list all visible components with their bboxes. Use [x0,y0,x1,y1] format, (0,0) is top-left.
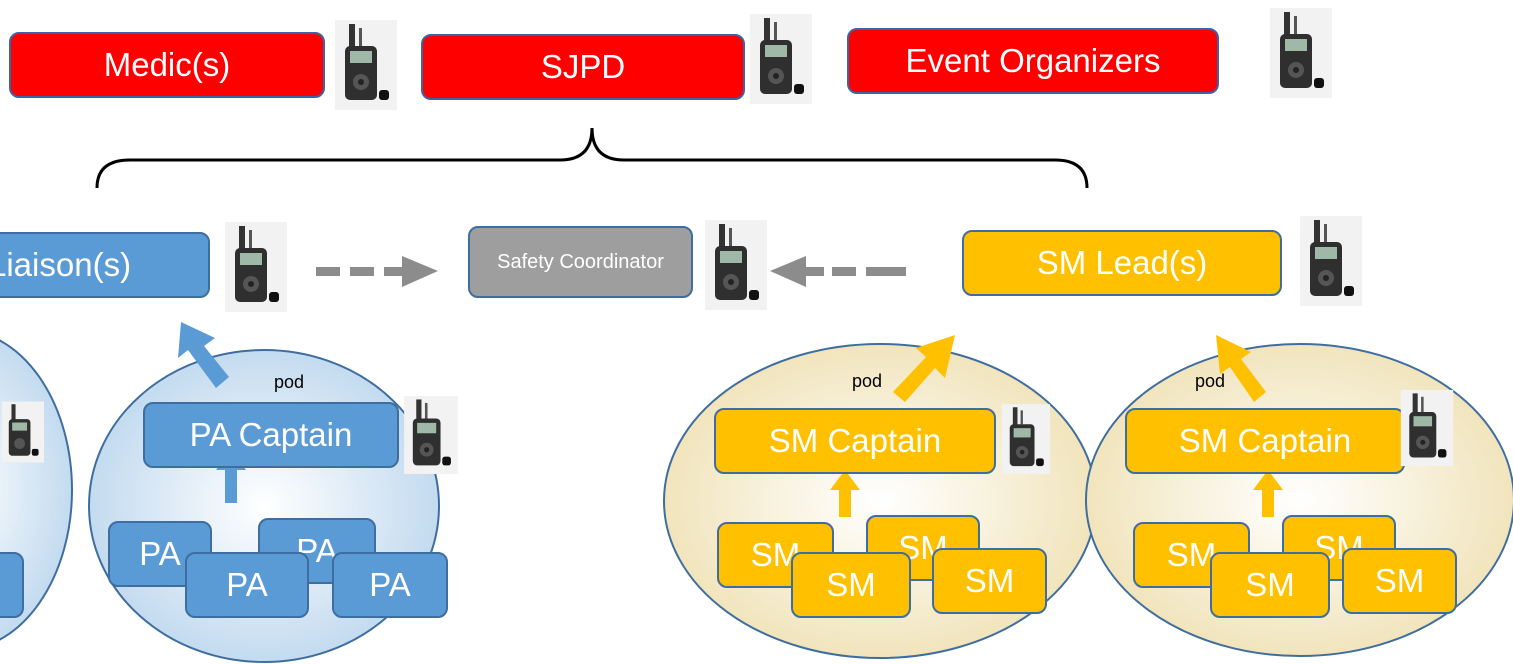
sm-pod-2-label: pod [1195,371,1226,391]
radio-handset-icon [404,396,458,474]
sm-captain-2-to-lead-arrow [1216,335,1266,402]
radio-handset-icon [1300,216,1362,306]
sm-member-box: SM [791,552,911,618]
sm-member-box: SM [1342,548,1457,614]
pa-pod-label: pod [274,372,305,392]
sm-members-1-to-captain-arrow [830,470,860,517]
pa-member-box: PA [332,552,448,618]
radio-handset-icon [705,220,767,310]
safety-coordinator-box: Safety Coordinator [468,226,693,298]
medics-box: Medic(s) [9,32,325,98]
dashed-arrow-right [316,256,438,287]
sm-captain-1-to-lead-arrow [893,335,955,402]
sm-member-box: SM [1210,552,1330,618]
sm-lead-box: SM Lead(s) [962,230,1282,296]
radio-handset-icon [2,401,44,463]
sm-captain-2-box: SM Captain [1125,408,1405,474]
sm-captain-1-box: SM Captain [714,408,996,474]
pa-captain-to-liaison-arrow [178,322,229,388]
sm-member-box: SM [1133,522,1250,588]
radio-handset-icon [1400,390,1454,466]
liaison-box: Liaison(s) [0,232,210,298]
radio-handset-icon [750,14,812,104]
pa-captain-box: PA Captain [143,402,399,468]
sm-pod-1-label: pod [852,371,883,391]
curly-brace [95,127,1089,189]
sjpd-box: SJPD [421,34,745,100]
radio-handset-icon [335,20,397,110]
sm-member-box: SM [932,548,1047,614]
radio-handset-icon [1002,404,1050,474]
event-organizers-box: Event Organizers [847,28,1219,94]
radio-handset-icon [1270,8,1332,98]
pa-member-box: PA [185,552,309,618]
radio-handset-icon [225,222,287,312]
sm-members-2-to-captain-arrow [1253,470,1283,517]
dashed-arrow-left [770,256,906,287]
pa-member-box-partial: PA [0,552,24,618]
